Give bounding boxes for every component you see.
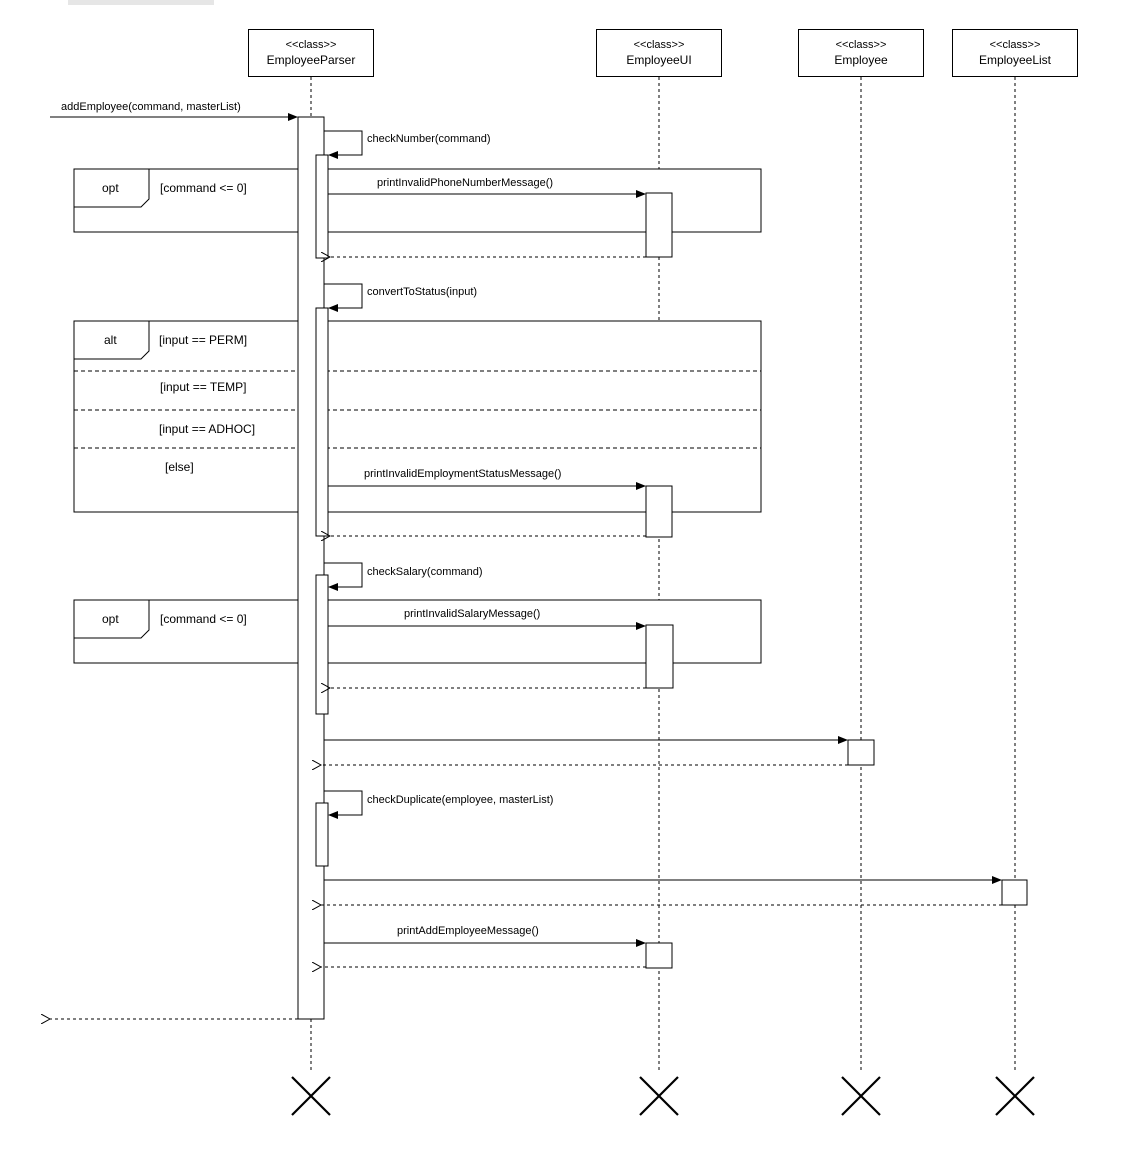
lifeline-employee-list[interactable]: <<class>> EmployeeList	[952, 29, 1078, 77]
frame-guard: [input == ADHOC]	[159, 422, 256, 436]
activation-parser-checknumber	[315, 154, 329, 259]
lifeline-stereotype: <<class>>	[285, 39, 337, 51]
frame-opt-phone-tab	[74, 169, 150, 208]
activation-parser-checkduplicate	[315, 802, 329, 867]
lifeline-employee-parser[interactable]: <<class>> EmployeeParser	[248, 29, 374, 77]
activation-employee	[847, 739, 875, 766]
message-label-checkduplicate: checkDuplicate(employee, masterList)	[367, 794, 554, 806]
self-call-checkduplicate	[324, 790, 363, 819]
message-label-add: printAddEmployeeMessage()	[397, 925, 539, 937]
message-label-salary: printInvalidSalaryMessage()	[404, 608, 541, 620]
frame-opt-salary-tab	[74, 600, 150, 639]
activation-parser-main	[297, 116, 325, 1020]
frame-alt-status-tab	[74, 321, 150, 360]
activation-ui-phone	[645, 192, 673, 258]
lifeline-name: Employee	[834, 53, 888, 67]
message-label-entry: addEmployee(command, masterList)	[61, 101, 241, 113]
diagram-title-strip	[68, 0, 214, 5]
lifeline-employee[interactable]: <<class>> Employee	[798, 29, 924, 77]
frame-guard: [command <= 0]	[160, 181, 247, 195]
destroy-mark-list	[995, 1076, 1035, 1116]
self-call-checksalary	[324, 562, 363, 591]
activation-parser-checksalary	[315, 574, 329, 715]
message-label-convertstatus: convertToStatus(input)	[367, 286, 478, 298]
frame-alt-status	[73, 320, 762, 513]
lifeline-stereotype: <<class>>	[835, 39, 887, 51]
frame-guard: [input == TEMP]	[160, 380, 247, 394]
activation-ui-add	[645, 942, 673, 969]
self-call-checknumber	[324, 130, 363, 159]
activation-ui-salary	[645, 624, 674, 689]
lifeline-name: EmployeeParser	[266, 53, 356, 67]
lifeline-employee-ui[interactable]: <<class>> EmployeeUI	[596, 29, 722, 77]
message-label-status: printInvalidEmploymentStatusMessage()	[364, 468, 562, 480]
message-label-checksalary: checkSalary(command)	[367, 566, 483, 578]
destroy-mark-parser	[291, 1076, 331, 1116]
activation-ui-status	[645, 485, 673, 538]
destroy-mark-ui	[639, 1076, 679, 1116]
frame-operator-opt: opt	[102, 181, 119, 195]
message-label-phone: printInvalidPhoneNumberMessage()	[377, 177, 554, 189]
destroy-mark-employee	[841, 1076, 881, 1116]
lifeline-name: EmployeeUI	[626, 53, 692, 67]
lifeline-stereotype: <<class>>	[633, 39, 685, 51]
lifeline-name: EmployeeList	[978, 53, 1052, 67]
activation-list	[1001, 879, 1028, 906]
frame-guard: [else]	[165, 460, 194, 474]
frame-operator-opt: opt	[102, 612, 119, 626]
frame-guard: [command <= 0]	[160, 612, 247, 626]
lifeline-stereotype: <<class>>	[989, 39, 1041, 51]
frame-operator-alt: alt	[104, 333, 117, 347]
activation-parser-convertstatus	[315, 307, 329, 537]
frame-guard: [input == PERM]	[159, 333, 248, 347]
self-call-convertstatus	[324, 283, 363, 312]
message-label-checknumber: checkNumber(command)	[367, 133, 491, 145]
